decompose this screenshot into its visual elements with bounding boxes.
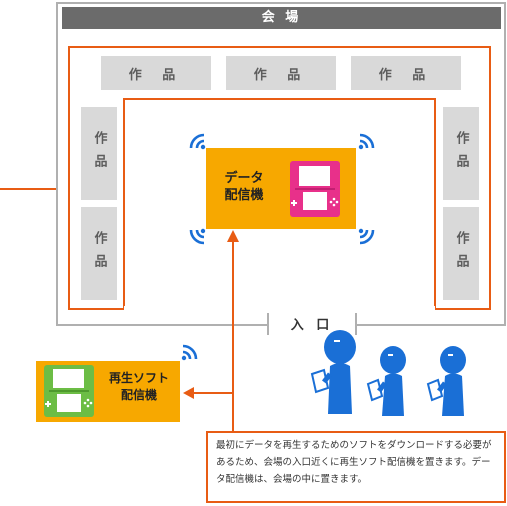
visitor-figure-icon (426, 346, 466, 416)
data-distribution-label-line1: データ (224, 171, 264, 186)
work-left-1: 作品 (81, 107, 117, 200)
pink-handheld-console-icon (290, 161, 340, 217)
wifi-signal-icon (181, 344, 198, 361)
visitor-figure-icon (366, 346, 406, 416)
visitor-figure-icon (310, 330, 356, 414)
wifi-signal-icon (358, 228, 375, 245)
data-distribution-label: データ 配信機 (214, 170, 274, 204)
work-top-3: 作 品 (351, 56, 461, 90)
entrance-marker-left (267, 313, 269, 335)
work-top-2: 作 品 (226, 56, 336, 90)
work-left-2: 作品 (81, 207, 117, 300)
green-handheld-console-icon (44, 365, 94, 417)
wifi-signal-icon (189, 133, 206, 150)
wifi-signal-icon (358, 133, 375, 150)
work-right-2: 作品 (443, 207, 479, 300)
data-distribution-label-line2: 配信機 (224, 188, 264, 203)
entrance-marker-right (355, 313, 357, 335)
exhibit-area-inner (123, 98, 436, 310)
playback-software-label-line2: 配信機 (120, 388, 157, 402)
explanation-note: 最初にデータを再生するためのソフトをダウンロードする必要があるため、会場の入口近… (206, 431, 506, 503)
lead-line-left (0, 188, 70, 190)
venue-title: 会 場 (62, 7, 501, 29)
work-top-1: 作 品 (101, 56, 211, 90)
exhibit-opening (124, 306, 435, 312)
playback-software-label: 再生ソフト 配信機 (99, 370, 179, 404)
work-right-1: 作品 (443, 107, 479, 200)
wifi-signal-icon (189, 228, 206, 245)
playback-software-label-line1: 再生ソフト (108, 371, 169, 385)
